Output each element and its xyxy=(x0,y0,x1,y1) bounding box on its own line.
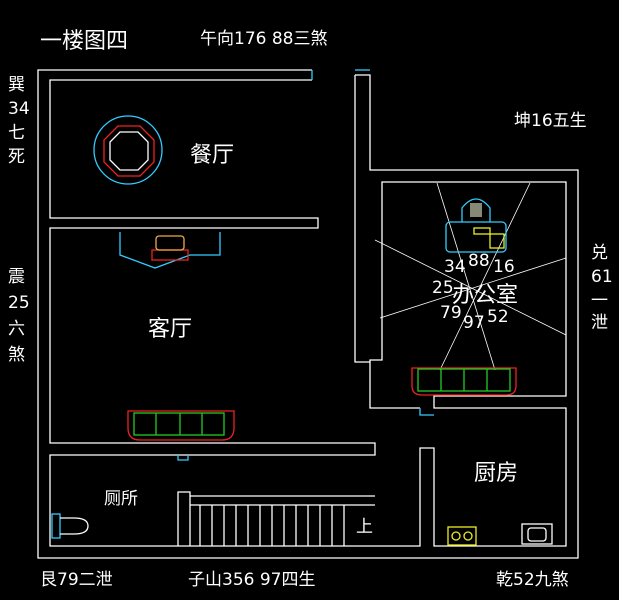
planter-icon xyxy=(127,410,235,441)
qian-label: 乾52九煞 xyxy=(496,570,569,590)
svg-text:25: 25 xyxy=(432,278,454,298)
toilet-label: 厕所 xyxy=(104,489,138,509)
sink-icon xyxy=(521,523,553,545)
svg-text:震: 震 xyxy=(8,267,25,287)
dining-table-icon xyxy=(93,115,163,185)
svg-text:一: 一 xyxy=(591,291,608,311)
svg-text:34: 34 xyxy=(8,99,30,119)
svg-text:死: 死 xyxy=(8,147,25,167)
bagua-lines xyxy=(374,182,567,371)
svg-text:79: 79 xyxy=(440,303,462,323)
svg-text:七: 七 xyxy=(8,123,25,143)
svg-text:兑: 兑 xyxy=(591,243,608,263)
zi-label: 子山356 97四生 xyxy=(188,570,315,590)
stairs-up-label: 上 xyxy=(356,517,373,537)
gen-label: 艮79二泄 xyxy=(40,570,113,590)
svg-text:34: 34 xyxy=(444,257,466,277)
office-label: 办公室 xyxy=(452,283,518,308)
zhen-label: 震 25 六 煞 xyxy=(8,267,30,365)
dining-room-label: 餐厅 xyxy=(190,143,234,168)
orientation-label: 午向176 88三煞 xyxy=(200,29,327,49)
staircase xyxy=(190,504,375,546)
office-numbers: 34 88 16 25 79 97 52 xyxy=(432,251,515,333)
toilet-icon xyxy=(51,513,89,539)
plan-title: 一楼图四 xyxy=(40,29,128,54)
svg-text:泄: 泄 xyxy=(591,313,608,333)
stove-icon xyxy=(447,526,477,546)
svg-text:52: 52 xyxy=(487,307,509,327)
office-planter-icon xyxy=(411,367,517,396)
kitchen-label: 厨房 xyxy=(474,461,518,486)
xun-label: 巽 34 七 死 xyxy=(8,75,30,167)
svg-text:88: 88 xyxy=(468,251,490,271)
dui-label: 兑 61 一 泄 xyxy=(591,243,613,333)
svg-text:六: 六 xyxy=(8,319,25,339)
living-room-label: 客厅 xyxy=(148,317,192,342)
svg-text:巽: 巽 xyxy=(8,75,25,95)
svg-text:61: 61 xyxy=(591,267,613,287)
svg-text:97: 97 xyxy=(463,313,485,333)
svg-text:煞: 煞 xyxy=(8,345,25,365)
walls xyxy=(37,69,579,559)
svg-text:25: 25 xyxy=(8,293,30,313)
sofa-icon xyxy=(119,232,221,269)
kun-label: 坤16五生 xyxy=(514,111,587,131)
desk-chair-icon xyxy=(445,198,507,253)
svg-text:16: 16 xyxy=(493,257,515,277)
